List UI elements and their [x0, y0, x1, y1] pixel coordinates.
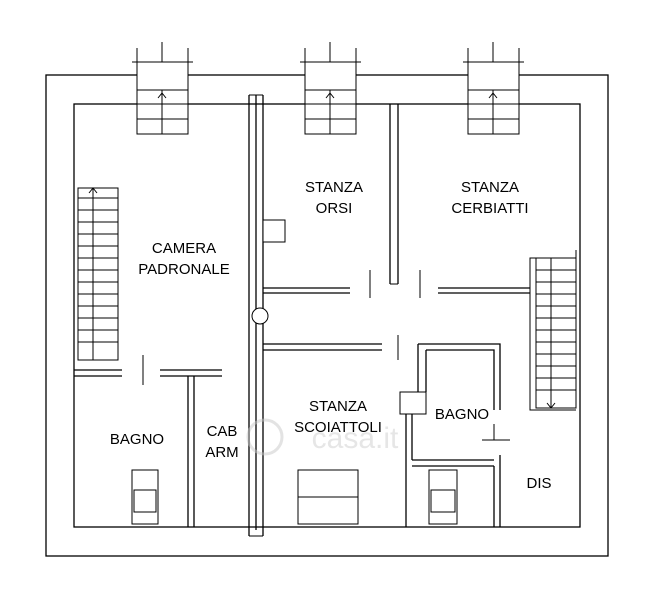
label-camera-padronale-2: PADRONALE: [138, 261, 229, 278]
label-cab-arm-2: ARM: [205, 444, 238, 461]
interior-walls: [74, 104, 530, 527]
central-wall: [248, 94, 286, 537]
outer-walls: [45, 74, 609, 557]
label-stanza-scoiattoli-2: SCOIATTOLI: [294, 419, 382, 436]
label-camera-padronale-1: CAMERA: [152, 240, 216, 257]
window-bay-right: [463, 42, 524, 135]
window-bay-center: [300, 42, 361, 135]
label-cab-arm-1: CAB: [207, 423, 238, 440]
label-stanza-orsi-2: ORSI: [316, 200, 353, 217]
label-stanza-scoiattoli-1: STANZA: [309, 398, 367, 415]
watermark: casa.it: [246, 418, 399, 456]
staircase-right: [529, 250, 577, 411]
staircase-left: [77, 187, 119, 361]
label-dis: DIS: [526, 475, 551, 492]
room-labels: CAMERA PADRONALE STANZA ORSI STANZA CERB…: [110, 179, 552, 492]
label-stanza-cerbiatti-2: CERBIATTI: [451, 200, 528, 217]
fixtures: [131, 469, 458, 525]
label-stanza-cerbiatti-1: STANZA: [461, 179, 519, 196]
label-stanza-orsi-1: STANZA: [305, 179, 363, 196]
label-bagno-right: BAGNO: [435, 406, 489, 423]
label-bagno-left: BAGNO: [110, 431, 164, 448]
watermark-text: casa.it: [312, 422, 399, 455]
window-bay-left: [132, 42, 193, 135]
